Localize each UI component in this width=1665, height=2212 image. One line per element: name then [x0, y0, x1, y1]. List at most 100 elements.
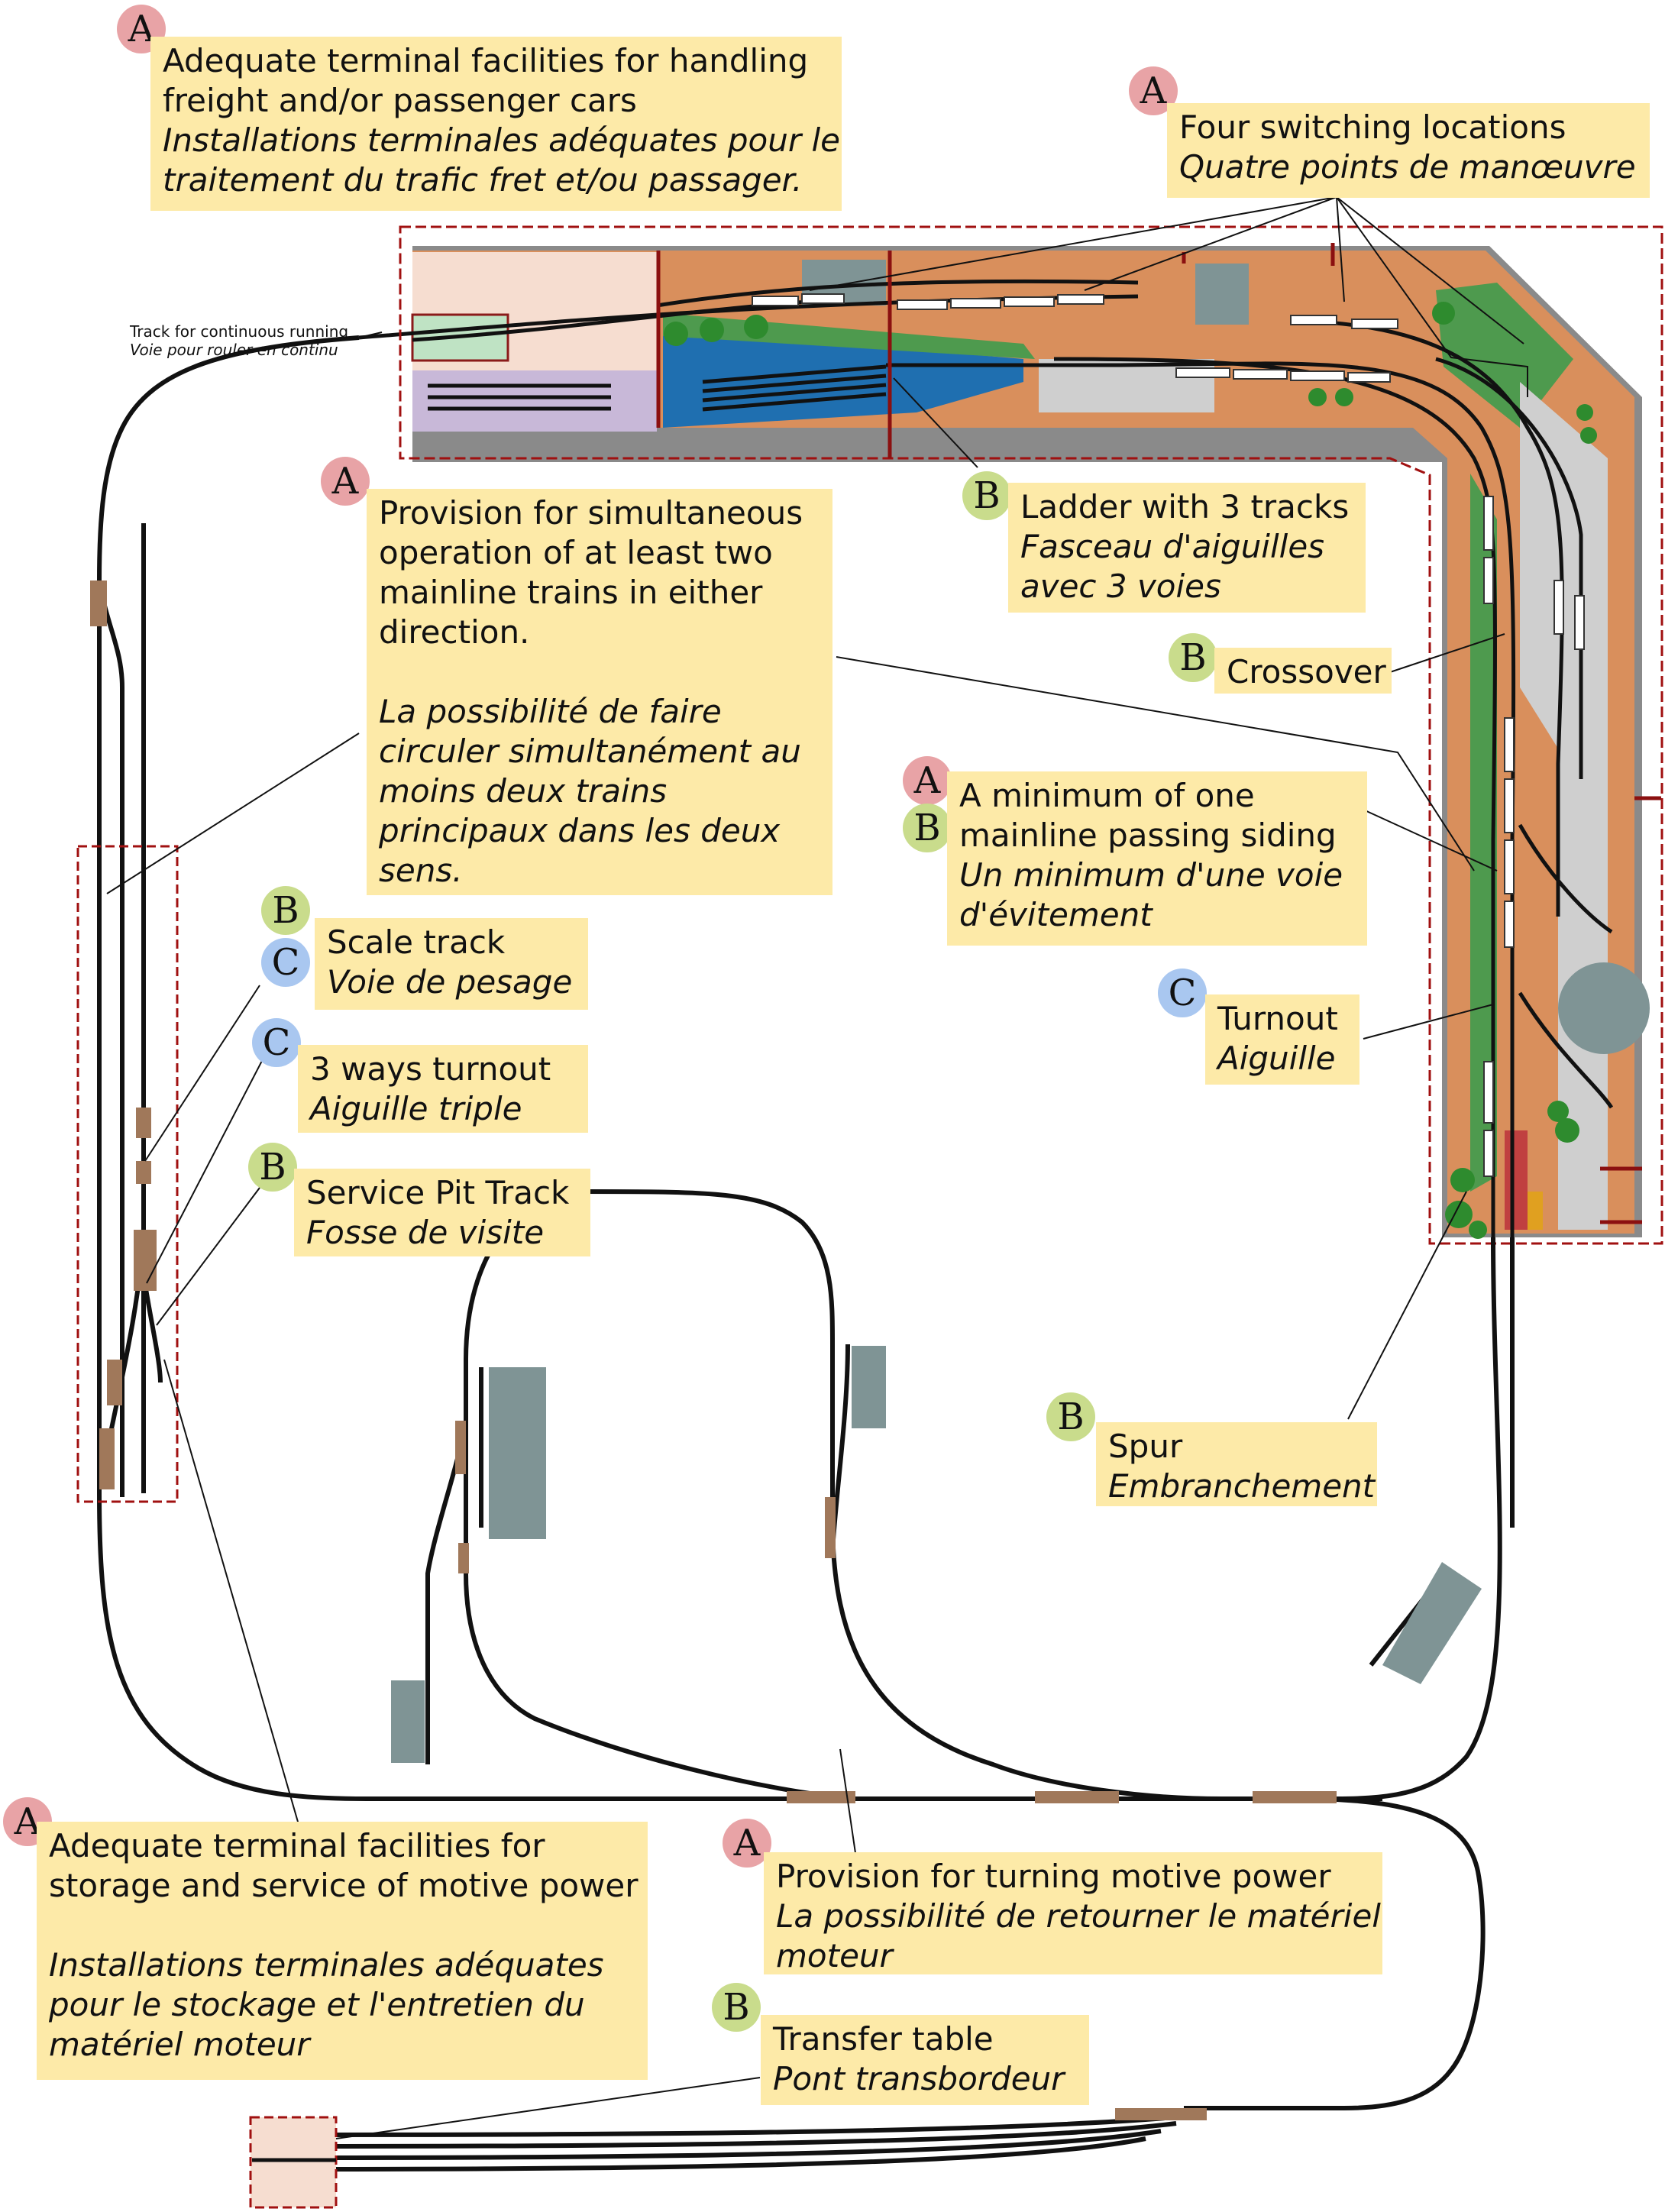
note-three-way: 3 ways turnout Aiguille triple [298, 1045, 588, 1133]
note-simultaneous: Provision for simultaneous operation of … [367, 489, 832, 895]
note-scale-fr: Voie de pesage [327, 963, 573, 1001]
transfer-track-2 [251, 2121, 1177, 2149]
engine-house-2 [852, 1346, 886, 1428]
badge-b-transfer: B [712, 1983, 761, 2032]
mainline-right-descent [1336, 1237, 1502, 1801]
note-simultaneous-en-1: Provision for simultaneous [379, 494, 803, 532]
note-three-way-fr: Aiguille triple [310, 1090, 522, 1127]
water-area [663, 319, 1023, 428]
rolling-stock [752, 293, 1585, 1177]
badge-a-terminal-cars: A [117, 5, 166, 53]
badge-b-ladder: B [962, 471, 1011, 520]
note-simultaneous-fr-5: sens. [379, 852, 463, 889]
note-transfer-table: Transfer table Pont transbordeur [761, 2015, 1089, 2105]
structures [391, 1346, 1482, 1763]
turntable [1558, 962, 1650, 1054]
note-service-pit: Service Pit Track Fosse de visite [294, 1169, 590, 1256]
continuous-running-fr: Voie pour rouler en continu [130, 341, 338, 359]
note-spur-en: Spur [1108, 1428, 1183, 1465]
continuous-running-en: Track for continuous running [130, 322, 349, 341]
green-strip-right [1470, 474, 1497, 1192]
note-terminal-cars-fr-2: traitement du trafic fret et/ou passager… [163, 161, 803, 199]
note-terminal-cars: Adequate terminal facilities for handlin… [150, 37, 842, 211]
transfer-track-1 [251, 2113, 1192, 2137]
badge-b-passing: B [903, 804, 952, 852]
note-motive-storage-gap [49, 1906, 635, 1945]
note-ladder-en: Ladder with 3 tracks [1020, 488, 1350, 526]
note-crossover: Crossover [1214, 648, 1392, 694]
note-passing-en-2: mainline passing siding [959, 817, 1337, 854]
badge-c-turnout: C [1158, 969, 1207, 1017]
badge-b-spur: B [1046, 1392, 1095, 1441]
note-transfer-en: Transfer table [773, 2020, 994, 2058]
transfer-track-4 [251, 2136, 1146, 2172]
note-simultaneous-fr-4: principaux dans les deux [379, 812, 781, 849]
note-terminal-cars-en-1: Adequate terminal facilities for handlin… [163, 42, 809, 79]
module-area [358, 225, 1663, 1245]
badge-a-turning: A [723, 1819, 771, 1868]
module-boundary [399, 225, 1663, 1245]
leader-lines [106, 196, 1528, 2139]
note-motive-storage-fr-1: Installations terminales adéquates [49, 1946, 604, 1984]
note-simultaneous-fr-3: moins deux trains [379, 772, 668, 810]
badge-c-scale: C [261, 938, 310, 987]
continuous-running-label: Track for continuous running Voie pour r… [130, 322, 348, 359]
note-turning-fr-2: moteur [776, 1937, 893, 1974]
badge-b-scale: B [261, 886, 310, 935]
note-service-pit-fr: Fosse de visite [306, 1214, 545, 1251]
turnouts [90, 580, 1337, 2120]
badge-b-crossover: B [1169, 633, 1217, 682]
note-service-pit-en: Service Pit Track [306, 1174, 570, 1211]
note-turnout-en: Turnout [1217, 1000, 1338, 1037]
inner-reverse-loop [464, 1188, 1223, 1801]
note-simultaneous-en-3: mainline trains in either [379, 574, 763, 611]
engine-house-1 [489, 1367, 546, 1539]
note-simultaneous-en-2: operation of at least two [379, 534, 773, 571]
note-turning-fr-1: La possibilité de retourner le matériel [776, 1897, 1381, 1935]
colored-loads [1505, 1130, 1528, 1230]
note-turnout-fr: Aiguille [1217, 1040, 1336, 1077]
badge-a-passing: A [903, 756, 952, 805]
note-passing-siding: A minimum of one mainline passing siding… [947, 771, 1367, 946]
note-passing-en-1: A minimum of one [959, 777, 1255, 814]
colored-loads-2 [1528, 1192, 1543, 1230]
note-spur: Spur Embranchement [1096, 1422, 1377, 1506]
note-motive-storage: Adequate terminal facilities for storage… [37, 1822, 648, 2080]
note-motive-storage-en-2: storage and service of motive power [49, 1867, 639, 1904]
note-ladder-fr-1: Fasceau d'aiguilles [1020, 528, 1325, 565]
trees [664, 302, 1597, 1239]
transfer-table [249, 2116, 338, 2209]
note-turning: Provision for turning motive power La po… [764, 1852, 1382, 1974]
note-ladder: Ladder with 3 tracks Fasceau d'aiguilles… [1008, 483, 1366, 613]
badge-b-service-pit: B [248, 1143, 297, 1192]
note-simultaneous-fr-1: La possibilité de faire [379, 693, 722, 730]
note-switching: Four switching locations Quatre points d… [1167, 103, 1650, 198]
yard-boundary [76, 845, 179, 1503]
note-scale-en: Scale track [327, 923, 506, 961]
note-terminal-cars-fr-1: Installations terminales adéquates pour … [163, 121, 841, 159]
module-storage-area [412, 370, 657, 432]
badge-c-three-way: C [252, 1018, 301, 1067]
note-simultaneous-en-4: direction. [379, 613, 530, 651]
note-switching-en: Four switching locations [1179, 108, 1566, 146]
note-turnout: Turnout Aiguille [1205, 994, 1359, 1085]
note-passing-fr-1: Un minimum d'une voie [959, 856, 1343, 894]
note-motive-storage-fr-3: matériel moteur [49, 2026, 310, 2063]
note-turning-en: Provision for turning motive power [776, 1858, 1331, 1895]
note-crossover-en: Crossover [1227, 653, 1386, 690]
note-spur-fr: Embranchement [1108, 1467, 1376, 1505]
note-three-way-en: 3 ways turnout [310, 1050, 551, 1088]
note-switching-fr: Quatre points de manœuvre [1179, 148, 1636, 186]
building-2 [1195, 264, 1249, 325]
spur-building [1382, 1562, 1482, 1684]
loop-left [97, 335, 1382, 1801]
note-simultaneous-fr-2: circuler simultanément au [379, 732, 801, 770]
note-motive-storage-en-1: Adequate terminal facilities for [49, 1827, 545, 1864]
transfer-track-3 [251, 2129, 1162, 2160]
note-terminal-cars-en-2: freight and/or passenger cars [163, 82, 637, 119]
note-transfer-fr: Pont transbordeur [773, 2060, 1065, 2097]
badge-a-simultaneous: A [321, 457, 370, 506]
engine-house-3 [391, 1680, 425, 1763]
return-loop [1184, 1796, 1486, 2110]
